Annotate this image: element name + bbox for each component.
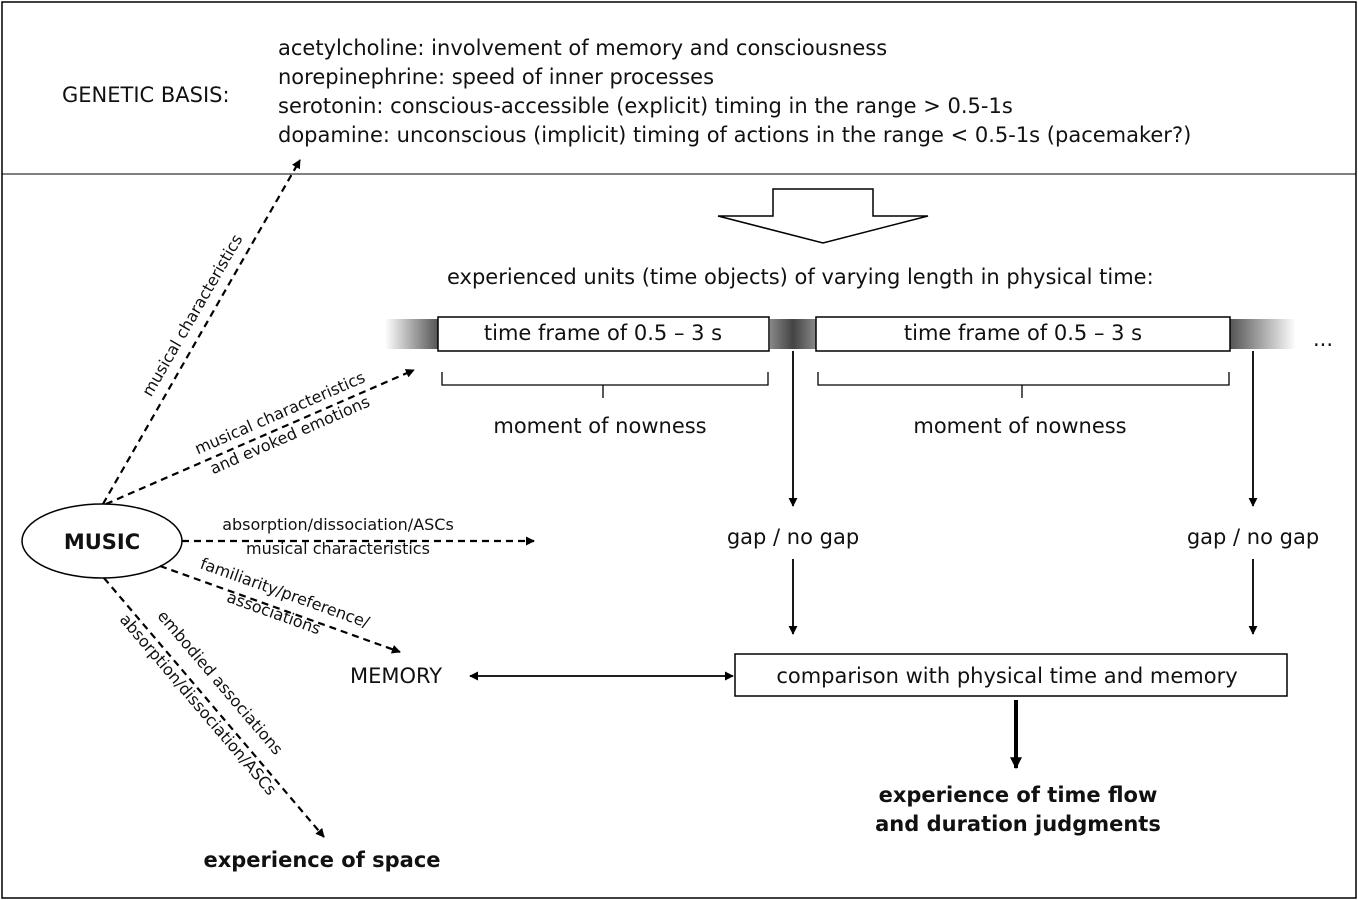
time-flow-line-1: experience of time flow — [879, 783, 1158, 807]
gradient-fade-right — [1230, 319, 1296, 349]
genetic-line-serotonin: serotonin: conscious-accessible (explici… — [278, 94, 1013, 118]
memory-label: MEMORY — [350, 664, 442, 688]
time-frame-box-2 — [815, 316, 1231, 352]
genetic-line-acetylcholine: acetylcholine: involvement of memory and… — [278, 36, 887, 60]
brace-2 — [817, 372, 1230, 398]
genetic-line-dopamine: dopamine: unconscious (implicit) timing … — [278, 123, 1191, 147]
hollow-down-arrow-icon — [717, 188, 929, 244]
music-to-space-arrow — [103, 577, 325, 838]
gap-label-1: gap / no gap — [727, 525, 859, 549]
genetic-basis-label: GENETIC BASIS: — [62, 83, 230, 107]
time-flow-line-2: and duration judgments — [875, 812, 1161, 836]
genetic-line-norepinephrine: norepinephrine: speed of inner processes — [278, 65, 714, 89]
label-music-to-gap-2: musical characteristics — [246, 539, 430, 558]
label-music-to-space-2: absorption/dissociation/ASCs — [116, 610, 281, 799]
brace-1 — [441, 372, 769, 398]
time-frame-label-2: time frame of 0.5 – 3 s — [904, 321, 1142, 345]
time-frame-label-1: time frame of 0.5 – 3 s — [484, 321, 722, 345]
music-to-memory-arrow — [159, 564, 401, 654]
units-heading: experienced units (time objects) of vary… — [447, 265, 1154, 289]
label-music-to-gap-1: absorption/dissociation/ASCs — [222, 515, 454, 534]
gradient-mid — [770, 319, 816, 349]
gap-label-2: gap / no gap — [1187, 525, 1319, 549]
moment-of-nowness-2: moment of nowness — [913, 414, 1126, 438]
space-label: experience of space — [203, 848, 440, 872]
music-to-units-arrow — [105, 368, 415, 506]
comparison-box — [734, 653, 1288, 697]
comparison-label: comparison with physical time and memory — [776, 664, 1237, 688]
time-frame-box-1 — [437, 316, 770, 352]
moment-of-nowness-1: moment of nowness — [493, 414, 706, 438]
music-label: MUSIC — [64, 530, 140, 554]
label-music-to-genetic: musical characteristics — [138, 231, 246, 400]
ellipsis: ... — [1313, 327, 1333, 351]
gradient-fade-left — [385, 319, 438, 349]
music-to-genetic-arrow — [102, 159, 301, 505]
